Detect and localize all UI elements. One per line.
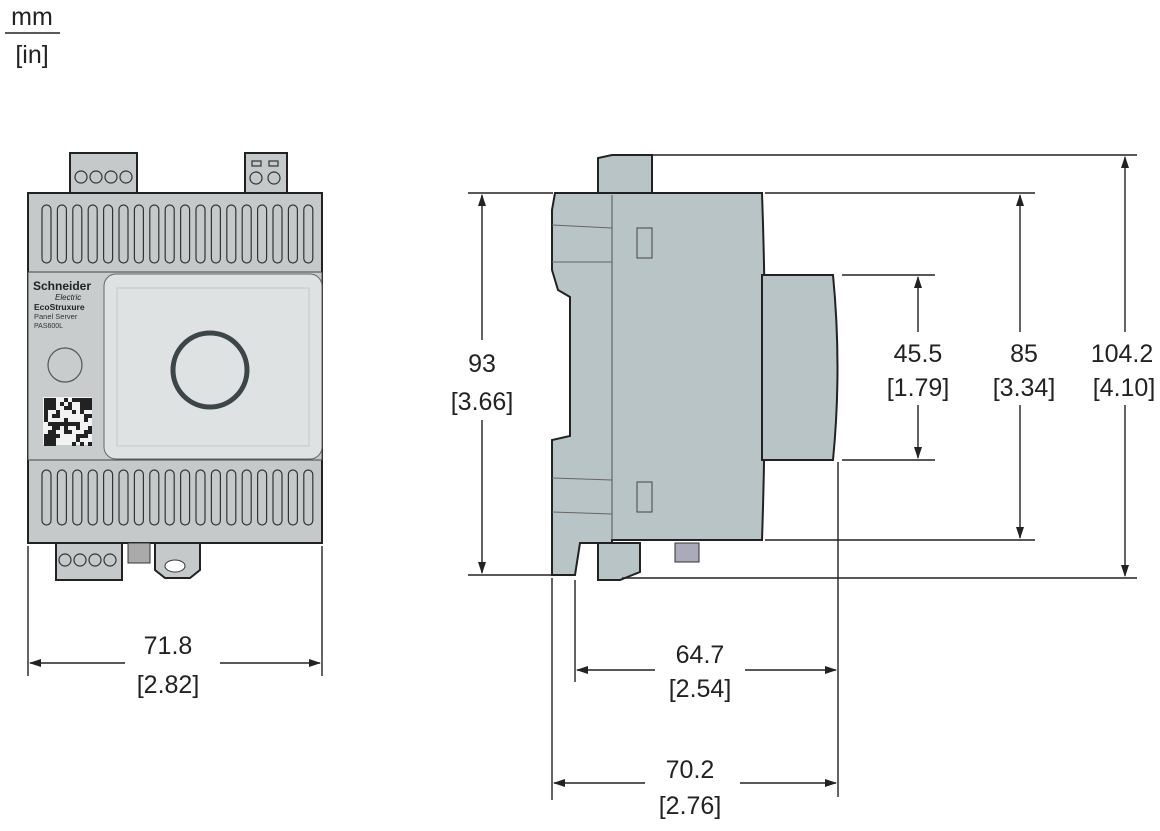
- vent-slot: [272, 469, 283, 526]
- vent-slot: [241, 204, 252, 264]
- side-bottom-terminal: [597, 542, 641, 581]
- vent-slot: [210, 204, 221, 264]
- dim-104-2-mm: 104.2: [1091, 340, 1154, 368]
- vent-slots-bottom: [41, 469, 314, 526]
- dim-104-2-in: [4.10]: [1093, 374, 1156, 402]
- vent-slot: [287, 204, 298, 264]
- dim-70-2-in: [2.76]: [659, 792, 722, 820]
- vent-slot: [195, 469, 206, 526]
- dim-85-in: [3.34]: [993, 374, 1056, 402]
- vent-slot: [257, 204, 268, 264]
- dimension-width: 71.8 [2.82]: [27, 546, 323, 699]
- vent-slot: [149, 204, 160, 264]
- vent-slot: [164, 469, 175, 526]
- vent-slot: [56, 469, 68, 526]
- front-panel: [103, 273, 323, 460]
- dim-93-mm: 93: [468, 350, 496, 378]
- unit-mm: mm: [11, 3, 53, 31]
- qr-code: [43, 397, 92, 446]
- brand-logo: Schneider: [33, 279, 91, 293]
- dimension-70-2: 70.2 [2.76]: [551, 578, 837, 820]
- vent-slot: [226, 204, 237, 264]
- dim-45-5-mm: 45.5: [894, 340, 943, 368]
- vent-slot: [303, 204, 314, 264]
- vent-slot: [41, 469, 52, 526]
- dimension-45-5: 45.5 [1.79]: [842, 274, 950, 461]
- vent-slots-top: [41, 204, 314, 264]
- product-name: Panel Server: [34, 312, 78, 321]
- vent-slot: [41, 204, 52, 264]
- dim-93-in: [3.66]: [451, 388, 514, 416]
- vent-slot: [87, 204, 98, 264]
- dim-width-mm: 71.8: [144, 632, 193, 660]
- vent-slot: [241, 469, 252, 526]
- button-circle: [47, 347, 83, 383]
- status-ring: [170, 330, 250, 410]
- dim-width-in: [2.82]: [137, 671, 200, 699]
- antenna-port: [674, 542, 700, 563]
- dim-85-mm: 85: [1010, 340, 1038, 368]
- vent-slot: [72, 469, 83, 526]
- dimension-104-2: 104.2 [4.10]: [622, 154, 1156, 579]
- vent-slot: [180, 204, 191, 264]
- vent-slot: [149, 469, 160, 526]
- dimension-93: 93 [3.66]: [451, 192, 553, 576]
- dim-45-5-in: [1.79]: [887, 374, 950, 402]
- units-legend: mm [in]: [5, 3, 60, 69]
- vent-slot: [118, 469, 129, 526]
- vent-slot: [87, 469, 98, 526]
- dim-70-2-mm: 70.2: [666, 756, 715, 784]
- vent-slot: [118, 204, 129, 264]
- vent-slot: [102, 469, 114, 526]
- vent-slot: [226, 469, 237, 526]
- vent-slot: [210, 469, 221, 526]
- vent-slot: [56, 204, 68, 264]
- side-front-bump: [761, 274, 839, 461]
- vent-slot: [133, 469, 144, 526]
- vent-slot: [72, 204, 83, 264]
- top-terminal-left: [69, 152, 138, 196]
- vent-slot: [164, 204, 175, 264]
- side-top-terminal: [597, 154, 653, 194]
- front-view: Schneider Electric EcoStruxure Panel Ser…: [27, 152, 323, 581]
- vent-slot: [195, 204, 206, 264]
- vent-slot: [272, 204, 283, 264]
- dim-64-7-in: [2.54]: [669, 675, 732, 703]
- side-body: [551, 192, 766, 580]
- dimension-85: 85 [3.34]: [765, 192, 1056, 541]
- dim-64-7-mm: 64.7: [676, 641, 725, 669]
- product-line: EcoStruxure: [34, 302, 85, 312]
- brand-sub: Electric: [55, 293, 81, 302]
- vent-slot: [303, 469, 314, 526]
- model-number: PAS600L: [34, 323, 63, 330]
- vent-slot: [257, 469, 268, 526]
- vent-slot: [180, 469, 191, 526]
- vent-slot: [133, 204, 144, 264]
- dimension-64-7: 64.7 [2.54]: [574, 462, 839, 797]
- vent-slot: [102, 204, 114, 264]
- vent-slot: [287, 469, 298, 526]
- unit-in: [in]: [15, 41, 48, 69]
- side-view: [551, 154, 839, 581]
